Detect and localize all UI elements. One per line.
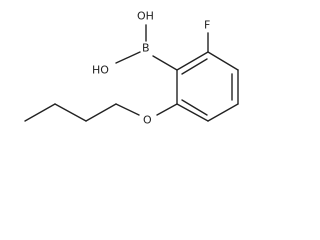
bond-boron-oh-left — [115, 51, 141, 64]
ring-bond-c2-c3 — [207, 51, 239, 71]
bond-ring-oxygen — [156, 103, 178, 116]
oxygen-label: O — [143, 114, 152, 127]
ring-bond-c1-c2 — [176, 51, 209, 71]
boron-label: B — [142, 42, 150, 55]
oh-left-label: HO — [92, 64, 109, 77]
ring-inner-bond-c5-c6 — [181, 99, 208, 116]
chemical-structure-diagram: OH HO B F O — [24, 10, 239, 127]
fluorine-label: F — [204, 19, 210, 32]
bond-chain-2 — [85, 103, 117, 122]
ring-inner-bond-c1-c2 — [181, 58, 208, 75]
bond-ring-boron — [152, 55, 178, 71]
ring-bond-c4-c5 — [207, 103, 239, 122]
bond-chain-4 — [24, 103, 56, 122]
oh-top-label: OH — [137, 10, 154, 23]
ring-bond-c5-c6 — [176, 103, 209, 122]
bond-oxygen-chain — [115, 103, 140, 116]
bond-chain-3 — [54, 103, 87, 122]
